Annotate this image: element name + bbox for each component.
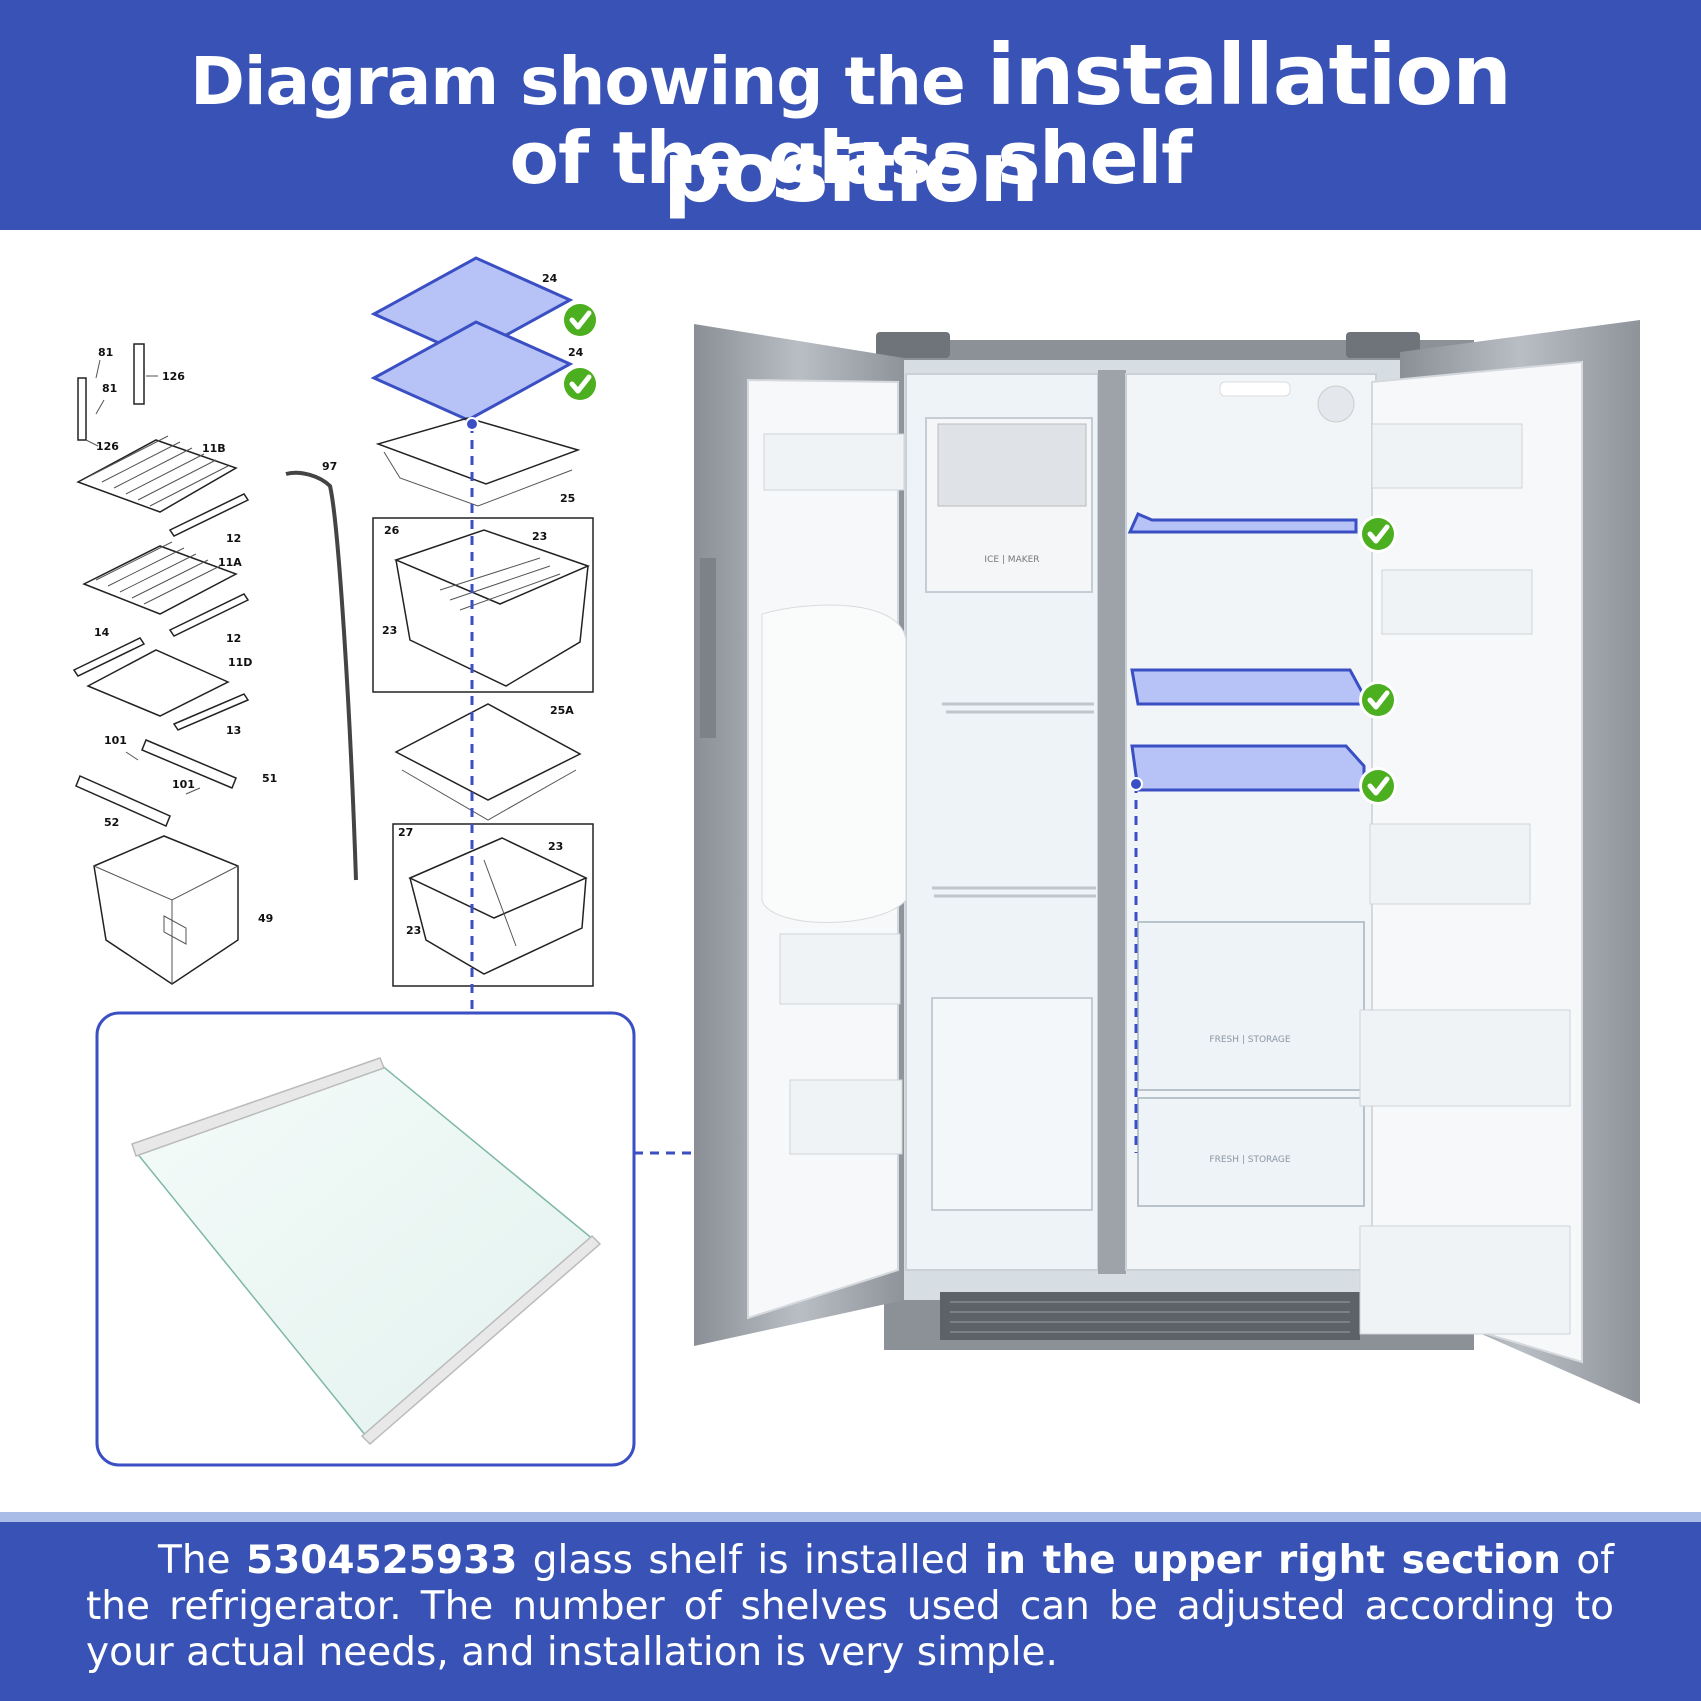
part-label: 97 xyxy=(322,460,337,473)
title-line-1: Diagram showing the installation positio… xyxy=(0,30,1701,224)
part-label: 126 xyxy=(96,440,119,453)
wire-shelf-11a xyxy=(82,541,250,637)
part-label: 23 xyxy=(406,924,421,937)
description-middle: glass shelf is installed xyxy=(517,1538,985,1583)
highlighted-shelf-24-bottom xyxy=(370,320,574,422)
fridge-shelf-highlight-1 xyxy=(1127,512,1358,534)
glass-shelf-11d xyxy=(72,637,250,731)
bottom-accent-band xyxy=(0,1512,1701,1522)
part-label: 23 xyxy=(548,840,563,853)
description-text: The 5304525933 glass shelf is installed … xyxy=(86,1538,1614,1676)
part-label: 11B xyxy=(202,442,226,455)
title-part-2: installation position xyxy=(662,26,1512,221)
refrigerator-photo: ICE | MAKER FRESH | STORAGE FRESH | STOR… xyxy=(694,320,1640,1404)
part-label: 24 xyxy=(542,272,558,285)
part-label: 101 xyxy=(104,734,127,747)
title-banner: Diagram showing the installation positio… xyxy=(0,0,1701,230)
description-ending: of the refrigerator. The number of shelv… xyxy=(86,1538,1614,1675)
gasket-97 xyxy=(285,470,358,881)
crisper-drawer-49 xyxy=(93,835,239,985)
fresh-storage-label: FRESH | STORAGE xyxy=(1209,1155,1291,1165)
part-label: 26 xyxy=(384,524,400,537)
check-icon xyxy=(561,301,599,339)
part-label: 81 xyxy=(98,346,113,359)
rails-51-52 xyxy=(75,739,237,828)
fresh-storage-label: FRESH | STORAGE xyxy=(1209,1035,1291,1045)
part-number-labels: 81 126 81 126 11B 12 11A 12 14 11D 13 10… xyxy=(94,272,584,937)
part-label: 11A xyxy=(218,556,242,569)
wire-shelf-11b xyxy=(76,435,250,537)
product-callout xyxy=(95,1011,1136,1467)
ice-maker-label: ICE | MAKER xyxy=(984,555,1039,565)
part-label: 52 xyxy=(104,816,119,829)
left-parts-column xyxy=(72,343,358,985)
title-line-2: of the glass shelf xyxy=(509,116,1193,200)
description-banner: The 5304525933 glass shelf is installed … xyxy=(0,1522,1701,1701)
check-icon xyxy=(1359,515,1397,553)
bracket-parts xyxy=(77,343,158,447)
middle-parts-column xyxy=(370,256,599,1012)
part-label: 126 xyxy=(162,370,185,383)
fridge-shelf-highlight-2 xyxy=(1130,668,1364,706)
description-intro: The xyxy=(158,1538,246,1583)
part-label: 14 xyxy=(94,626,110,639)
part-number: 5304525933 xyxy=(245,1538,518,1583)
drawer-26-box xyxy=(372,517,594,693)
shelf-frame-25 xyxy=(375,417,581,485)
check-icon xyxy=(561,365,599,403)
part-label: 49 xyxy=(258,912,273,925)
check-icon xyxy=(1359,681,1397,719)
part-label: 101 xyxy=(172,778,195,791)
part-label: 11D xyxy=(228,656,252,669)
part-label: 27 xyxy=(398,826,413,839)
part-label: 12 xyxy=(226,632,241,645)
part-label: 13 xyxy=(226,724,241,737)
part-label: 51 xyxy=(262,772,277,785)
part-label: 24 xyxy=(568,346,584,359)
part-label: 81 xyxy=(102,382,117,395)
drawer-27-box xyxy=(392,823,594,987)
fridge-shelf-highlight-3 xyxy=(1130,744,1366,792)
check-icon xyxy=(1359,767,1397,805)
part-label: 25 xyxy=(560,492,575,505)
part-label: 23 xyxy=(382,624,397,637)
part-label: 12 xyxy=(226,532,241,545)
tray-25a xyxy=(394,703,582,801)
part-label: 25A xyxy=(550,704,574,717)
install-location: in the upper right section xyxy=(984,1538,1561,1583)
title-part-1: Diagram showing the xyxy=(190,43,987,120)
part-label: 23 xyxy=(532,530,547,543)
